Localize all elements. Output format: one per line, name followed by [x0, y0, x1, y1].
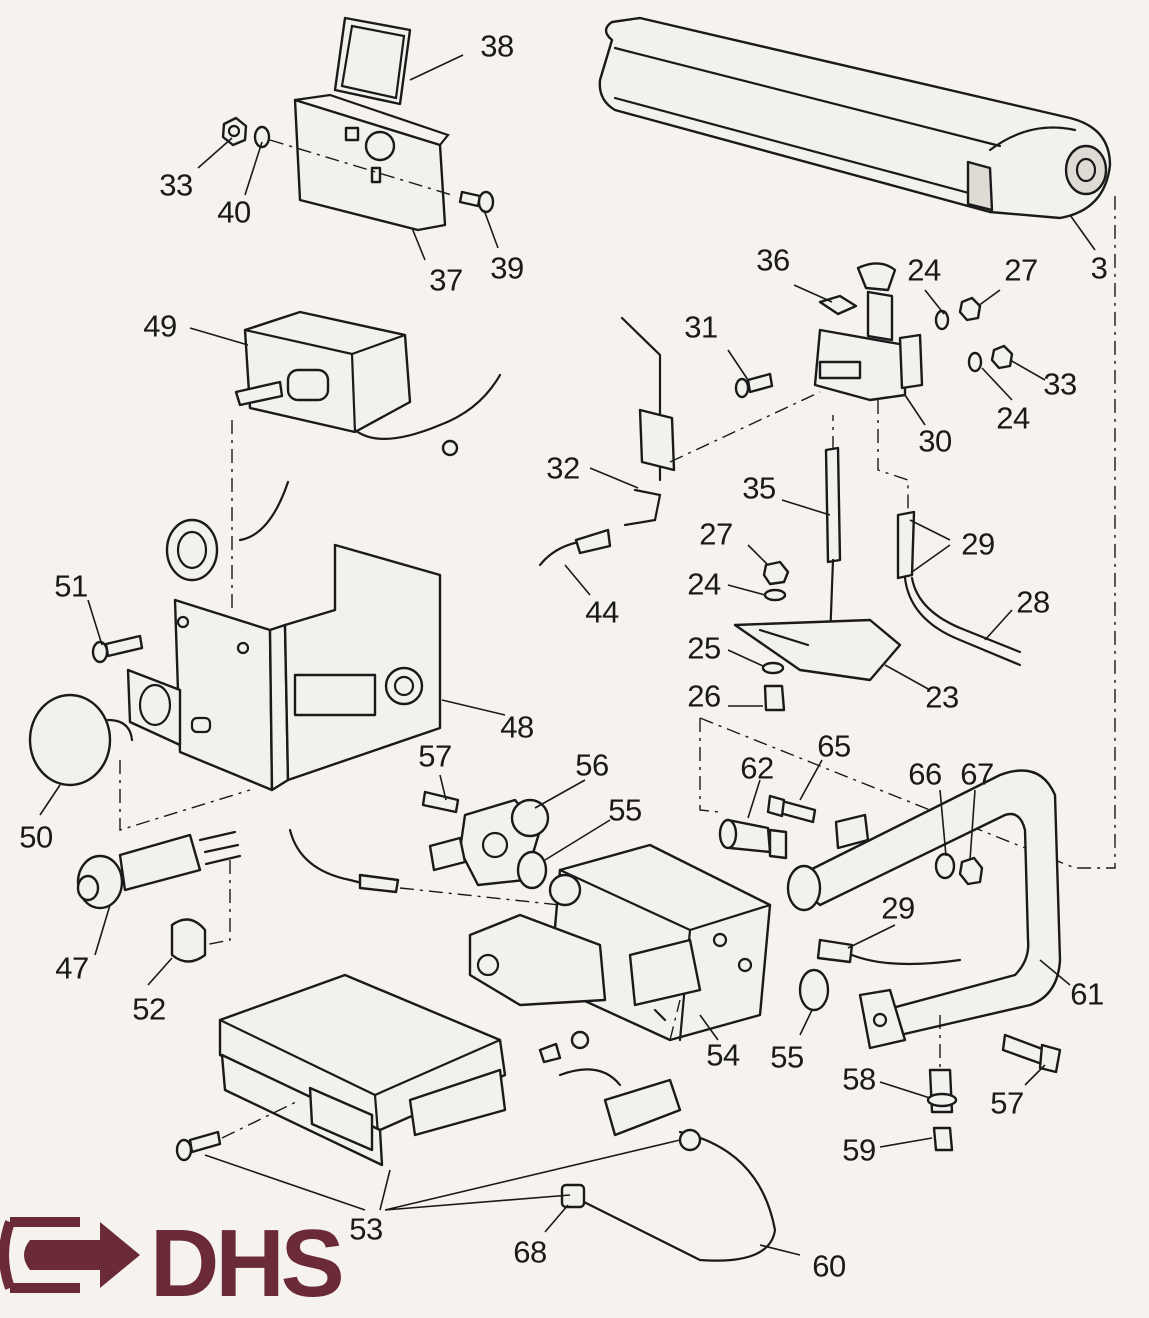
part-48-bracket [173, 543, 442, 792]
part-53-cover [218, 973, 507, 1167]
callout-67: 67 [960, 756, 994, 792]
part-27-nuts [762, 296, 1014, 586]
callout-38: 38 [480, 28, 514, 64]
callout-33-b: 33 [1043, 366, 1077, 402]
callout-24-b: 24 [996, 400, 1030, 436]
part-30-burner-bracket [813, 262, 924, 402]
part-67-nut [958, 856, 984, 886]
callout-55: 55 [608, 792, 642, 828]
part-25-washer [761, 661, 785, 675]
callout-62: 62 [740, 750, 774, 786]
callout-27: 27 [1004, 252, 1038, 288]
part-66-washer [934, 852, 956, 880]
part-60-lead [538, 1030, 777, 1262]
callout-55-b: 55 [770, 1039, 804, 1075]
part-51-screw [91, 634, 144, 664]
part-58-nozzle [926, 1068, 958, 1114]
callout-23: 23 [925, 679, 959, 715]
part-28-tube [896, 510, 1022, 667]
callout-29: 29 [961, 526, 995, 562]
part-50-knob [28, 693, 134, 787]
callout-39: 39 [490, 250, 524, 286]
callout-48: 48 [500, 709, 534, 745]
part-32-electrode [620, 316, 676, 527]
callout-25: 25 [687, 630, 721, 666]
part-38-gasket [333, 16, 412, 106]
callout-57-b: 57 [990, 1085, 1024, 1121]
part-62-orifice [718, 818, 788, 860]
callout-37: 37 [429, 262, 463, 298]
part-55-oring [516, 850, 830, 1012]
callout-60: 60 [812, 1248, 846, 1284]
callout-29-b: 29 [881, 890, 915, 926]
part-53-screw [175, 1130, 222, 1162]
part-3-burner-tube [598, 16, 1112, 220]
part-52-clip [170, 918, 207, 963]
part-39-screw [458, 190, 495, 214]
callout-57: 57 [418, 738, 452, 774]
callout-35: 35 [742, 470, 776, 506]
part-47-igniter [76, 830, 242, 910]
part-plate [126, 668, 182, 747]
callout-32: 32 [546, 450, 580, 486]
callout-58: 58 [842, 1061, 876, 1097]
part-59-screw [932, 1126, 954, 1152]
callout-24: 24 [907, 252, 941, 288]
callout-27-b: 27 [699, 516, 733, 552]
part-29-fitting [816, 938, 962, 966]
callout-53: 53 [349, 1211, 383, 1247]
part-35-thermocouple [824, 446, 842, 642]
callout-59: 59 [842, 1132, 876, 1168]
callout-56: 56 [575, 747, 609, 783]
callout-65: 65 [817, 728, 851, 764]
part-49-thermostat [234, 310, 502, 457]
part-40-washer [253, 125, 271, 149]
part-54-gas-valve [468, 843, 772, 1042]
part-23-plate [733, 618, 902, 682]
part-57-bolt-2 [1001, 1033, 1062, 1074]
callout-51: 51 [54, 568, 88, 604]
part-61-burner-tube [786, 769, 1062, 1050]
callout-61: 61 [1070, 976, 1104, 1012]
dhs-logo: DHS [150, 1210, 345, 1317]
part-37-bracket [293, 93, 450, 232]
callout-26: 26 [687, 678, 721, 714]
callout-49: 49 [143, 308, 177, 344]
callout-47: 47 [55, 950, 89, 986]
callout-54: 54 [706, 1037, 740, 1073]
callout-33: 33 [159, 167, 193, 203]
callout-31: 31 [684, 309, 718, 345]
callout-66: 66 [908, 756, 942, 792]
callout-28: 28 [1016, 584, 1050, 620]
part-24-washers [763, 309, 983, 602]
part-65-screw [766, 794, 817, 824]
callout-24-c: 24 [687, 566, 721, 602]
callout-40: 40 [217, 194, 251, 230]
leader-lines [39, 54, 1096, 1256]
callout-50: 50 [19, 819, 53, 855]
part-26-screw [763, 684, 786, 712]
dhs-logo-arrow [0, 1217, 140, 1293]
callout-3: 3 [1090, 250, 1108, 286]
part-gasket-ring [165, 518, 219, 582]
callout-68: 68 [513, 1234, 547, 1270]
callout-30: 30 [918, 423, 952, 459]
part-31-screw [734, 372, 774, 399]
part-57-bolt [421, 790, 460, 814]
part-33-nut [221, 116, 248, 147]
callout-52: 52 [132, 991, 166, 1027]
callout-36: 36 [756, 242, 790, 278]
callout-44: 44 [585, 594, 619, 630]
